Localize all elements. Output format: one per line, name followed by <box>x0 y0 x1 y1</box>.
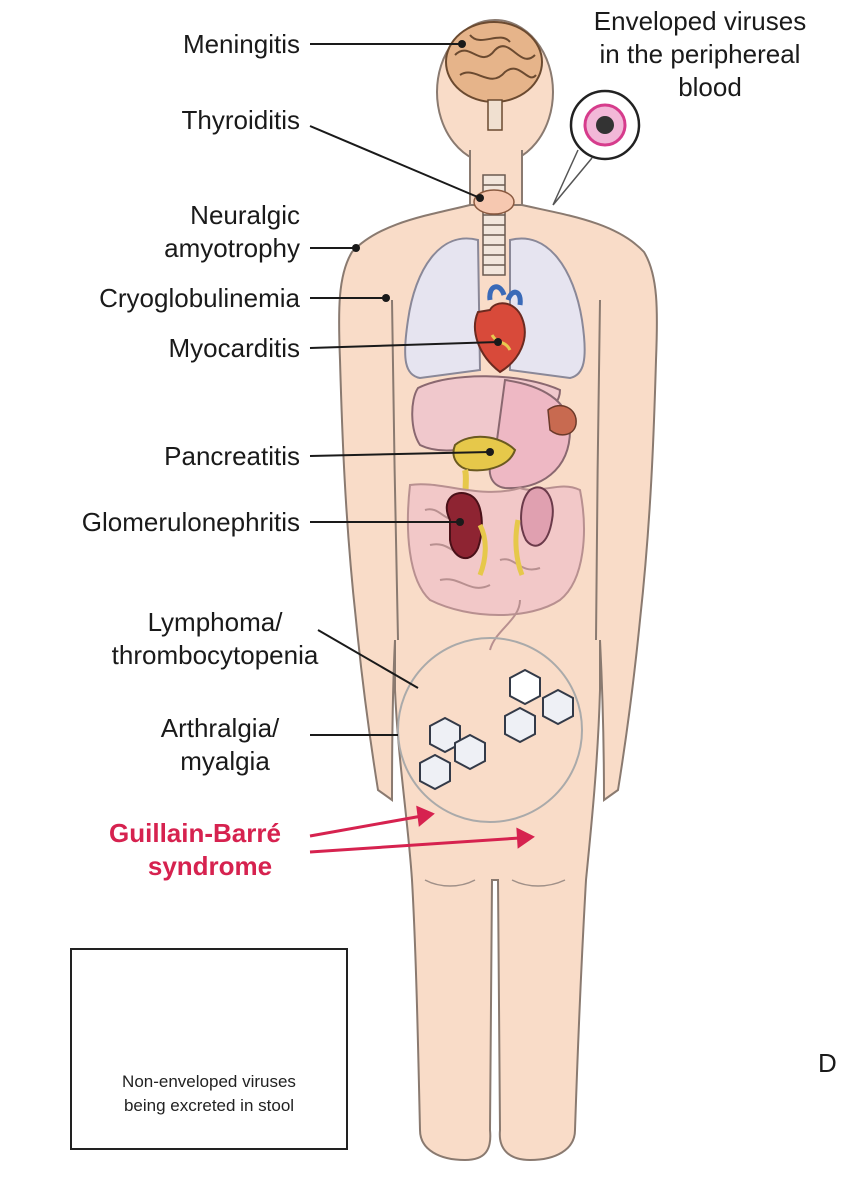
label-cryoglobulinemia: Cryoglobulinemia <box>99 283 300 313</box>
label-neuralgic-1: Neuralgic <box>190 200 300 230</box>
enveloped-line-2: in the periphereal <box>560 39 840 69</box>
label-pancreatitis: Pancreatitis <box>164 441 300 471</box>
label-lymphoma-1: Lymphoma/ <box>115 607 315 637</box>
label-lymphoma-2: thrombocytopenia <box>95 640 335 670</box>
legend-text: Non-enveloped viruses being excreted in … <box>72 1070 346 1118</box>
label-myocarditis: Myocarditis <box>169 333 300 363</box>
label-thyroiditis: Thyroiditis <box>182 105 300 135</box>
enveloped-virus-callout <box>553 91 639 205</box>
label-meningitis: Meningitis <box>183 29 300 59</box>
legend-line-1: Non-enveloped viruses <box>72 1070 346 1094</box>
label-gbs-2: syndrome <box>110 851 310 881</box>
legend-box: Non-enveloped viruses being excreted in … <box>70 948 348 1150</box>
enveloped-line-1: Enveloped viruses <box>560 6 840 36</box>
label-arthralgia-2: myalgia <box>150 746 300 776</box>
label-glomerulonephritis: Glomerulonephritis <box>82 507 300 537</box>
label-arthralgia-1: Arthralgia/ <box>130 713 310 743</box>
legend-line-2: being excreted in stool <box>72 1094 346 1118</box>
label-neuralgic-2: amyotrophy <box>164 233 300 263</box>
label-gbs-1: Guillain-Barré <box>70 818 320 848</box>
edge-letter: D <box>818 1048 837 1079</box>
enveloped-line-3: blood <box>640 72 780 102</box>
